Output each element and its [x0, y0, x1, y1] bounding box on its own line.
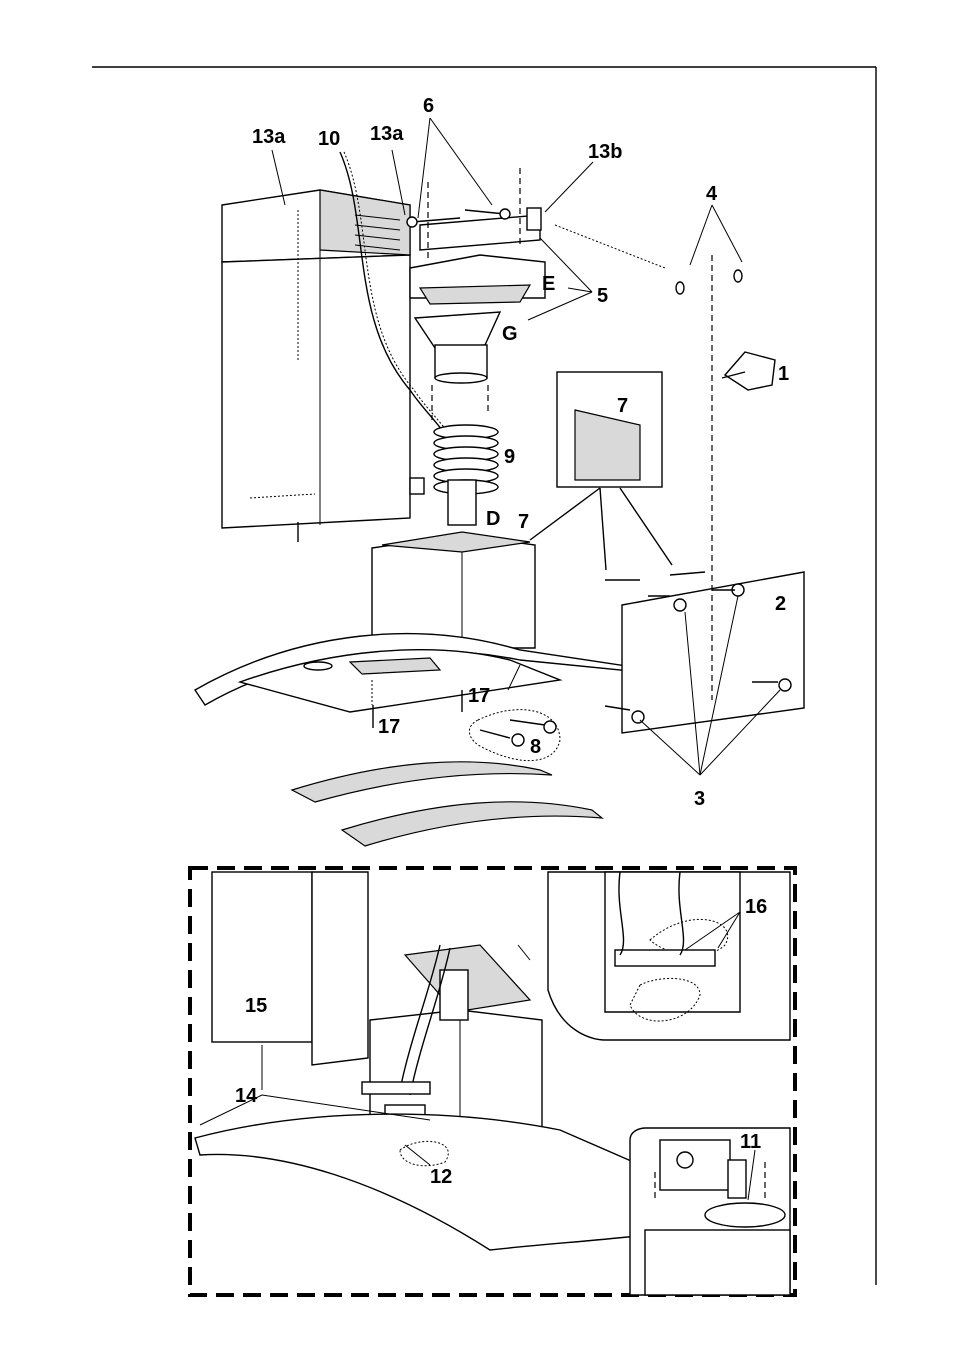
canopy-glass [194, 632, 641, 713]
wall-plate-2 [621, 255, 805, 734]
label-7-detail: 7 [617, 395, 628, 417]
label-11: 11 [740, 1131, 761, 1153]
label-5: 5 [597, 285, 608, 307]
label-G: G [502, 323, 518, 345]
label-10: 10 [318, 128, 340, 150]
label-12: 12 [430, 1166, 452, 1188]
wall-plugs [604, 571, 778, 711]
label-4: 4 [706, 183, 718, 205]
label-13a-right: 13a [370, 123, 404, 145]
detail-box-7 [529, 371, 673, 571]
label-9: 9 [504, 446, 515, 468]
electrical-detail-frame [188, 866, 797, 1297]
label-17-left: 17 [378, 716, 400, 738]
label-17-right: 17 [468, 685, 490, 707]
label-13b: 13b [588, 141, 622, 163]
lower-leader-lines [199, 911, 756, 1201]
label-1: 1 [778, 363, 789, 385]
leader-lines [271, 117, 781, 776]
label-6: 6 [423, 95, 434, 117]
inset-11 [629, 1127, 791, 1296]
inset-16 [547, 871, 791, 1041]
adaptor-G [413, 311, 502, 420]
drill-icon [721, 351, 776, 391]
label-15: 15 [245, 995, 267, 1017]
label-14: 14 [235, 1085, 258, 1107]
label-2: 2 [775, 593, 786, 615]
screws-17 [371, 680, 463, 728]
label-13a-left: 13a [252, 126, 286, 148]
screws-8-group [468, 709, 561, 762]
label-3: 3 [694, 788, 705, 810]
label-D: D [486, 508, 500, 530]
screws-6 [406, 208, 511, 228]
grease-filters [290, 761, 604, 847]
label-8: 8 [530, 736, 541, 758]
lower-chimney [211, 871, 369, 1090]
bracket-13b [419, 168, 542, 260]
label-E: E [542, 273, 555, 295]
label-16: 16 [745, 896, 767, 918]
motor-housing [371, 531, 536, 649]
label-7: 7 [518, 511, 529, 533]
chimney-cover [221, 189, 411, 542]
wall-bracket-E [409, 254, 546, 305]
wall-holes-4 [554, 224, 743, 295]
connection-box-D [409, 477, 477, 526]
